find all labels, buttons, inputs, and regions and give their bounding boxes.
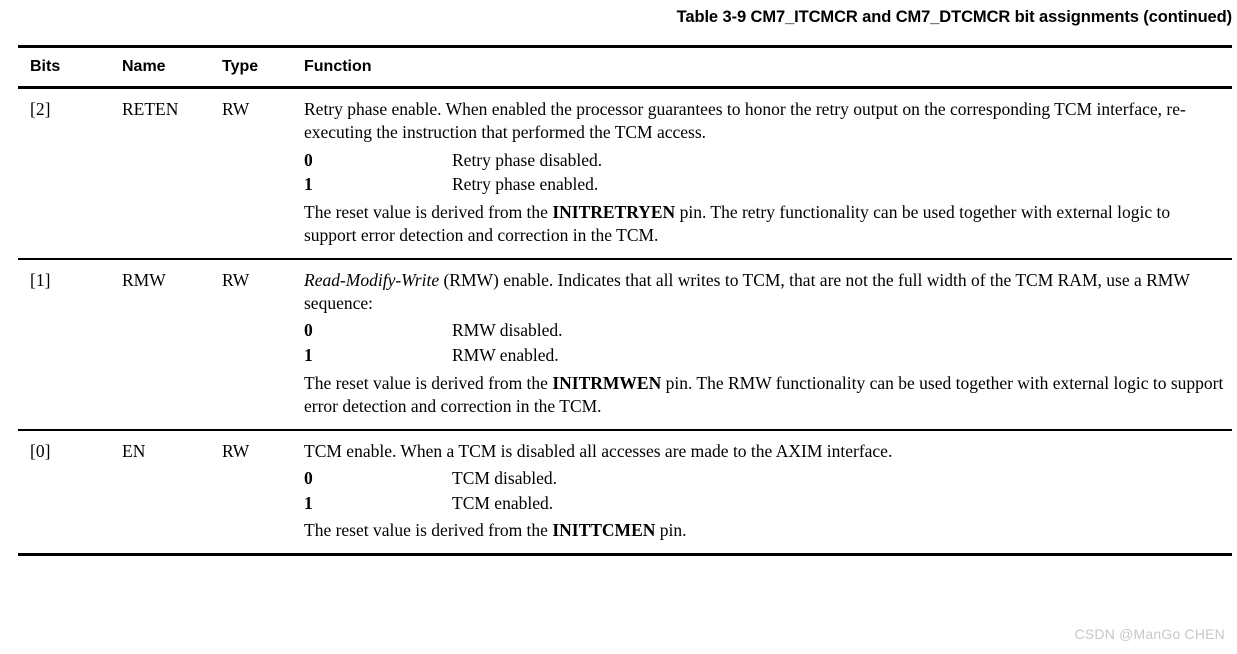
function-description-text: Retry phase enable. When enabled the pro… [304, 99, 1186, 143]
cell-bits: [0] [18, 429, 110, 556]
value-key: 1 [304, 492, 313, 513]
function-description-emphasis: Read-Modify-Write [304, 269, 440, 290]
value-key: 1 [304, 345, 313, 366]
reset-note-suffix: pin. The retry functionality can be used… [304, 202, 1171, 246]
reset-value-note: The reset value is derived from the INIT… [304, 519, 1226, 542]
cell-function: Retry phase enable. When enabled the pro… [292, 87, 1232, 260]
function-description-text: TCM enable. When a TCM is disabled all a… [304, 440, 893, 461]
cell-type: RW [210, 429, 292, 556]
cell-name: RMW [110, 258, 210, 431]
cell-name: EN [110, 429, 210, 556]
table-header-row: Bits Name Type Function [18, 45, 1232, 89]
value-description: TCM disabled. [452, 467, 557, 488]
value-row: 0 Retry phase disabled. [304, 148, 1226, 173]
reset-pin-name: INITRETRYEN [552, 202, 676, 223]
function-description: Retry phase enable. When enabled the pro… [304, 98, 1226, 145]
value-key: 0 [304, 467, 313, 488]
function-description: Read-Modify-Write (RMW) enable. Indicate… [304, 269, 1226, 316]
table-header: Bits Name Type Function [18, 45, 1232, 89]
cell-type: RW [210, 258, 292, 431]
reset-note-suffix: pin. [655, 520, 687, 541]
bit-assignments-table: Bits Name Type Function [2] RETEN RW Ret… [18, 45, 1232, 556]
cell-type: RW [210, 87, 292, 260]
reset-note-prefix: The reset value is derived from the [304, 372, 553, 393]
value-list: 0 RMW disabled. 1 RMW enabled. [304, 318, 1226, 368]
cell-bits: [1] [18, 258, 110, 431]
value-row: 0 RMW disabled. [304, 318, 1226, 343]
column-header-name: Name [110, 45, 210, 89]
value-row: 0 TCM disabled. [304, 466, 1226, 491]
value-key: 0 [304, 320, 313, 341]
table-row: [2] RETEN RW Retry phase enable. When en… [18, 87, 1232, 260]
value-description: Retry phase enabled. [452, 174, 599, 195]
value-key: 1 [304, 174, 313, 195]
reset-pin-name: INITRMWEN [552, 372, 662, 393]
value-list: 0 TCM disabled. 1 TCM enabled. [304, 466, 1226, 516]
value-description: TCM enabled. [452, 492, 554, 513]
value-row: 1 RMW enabled. [304, 343, 1226, 368]
value-description: Retry phase disabled. [452, 149, 603, 170]
reset-note-suffix: pin. The RMW functionality can be used t… [304, 372, 1224, 417]
cell-bits: [2] [18, 87, 110, 260]
function-description: TCM enable. When a TCM is disabled all a… [304, 440, 1226, 463]
reset-pin-name: INITTCMEN [552, 520, 656, 541]
column-header-bits: Bits [18, 45, 110, 89]
value-description: RMW disabled. [452, 320, 563, 341]
column-header-type: Type [210, 45, 292, 89]
cell-function: Read-Modify-Write (RMW) enable. Indicate… [292, 258, 1232, 431]
value-key: 0 [304, 149, 313, 170]
value-list: 0 Retry phase disabled. 1 Retry phase en… [304, 148, 1226, 198]
function-description-text: (RMW) enable. Indicates that all writes … [304, 269, 1190, 314]
reset-note-prefix: The reset value is derived from the [304, 202, 553, 223]
cell-name: RETEN [110, 87, 210, 260]
reset-note-prefix: The reset value is derived from the [304, 520, 553, 541]
table-row: [0] EN RW TCM enable. When a TCM is disa… [18, 429, 1232, 556]
watermark: CSDN @ManGo CHEN [1074, 626, 1225, 642]
column-header-function: Function [292, 45, 1232, 89]
value-row: 1 TCM enabled. [304, 491, 1226, 516]
reset-value-note: The reset value is derived from the INIT… [304, 372, 1226, 419]
table-row: [1] RMW RW Read-Modify-Write (RMW) enabl… [18, 258, 1232, 431]
cell-function: TCM enable. When a TCM is disabled all a… [292, 429, 1232, 556]
value-description: RMW enabled. [452, 345, 559, 366]
table-body: [2] RETEN RW Retry phase enable. When en… [18, 87, 1232, 556]
reset-value-note: The reset value is derived from the INIT… [304, 201, 1226, 248]
value-row: 1 Retry phase enabled. [304, 172, 1226, 197]
table-caption: Table 3-9 CM7_ITCMCR and CM7_DTCMCR bit … [676, 8, 1232, 26]
bit-assignments-table-wrapper: Bits Name Type Function [2] RETEN RW Ret… [18, 45, 1232, 556]
